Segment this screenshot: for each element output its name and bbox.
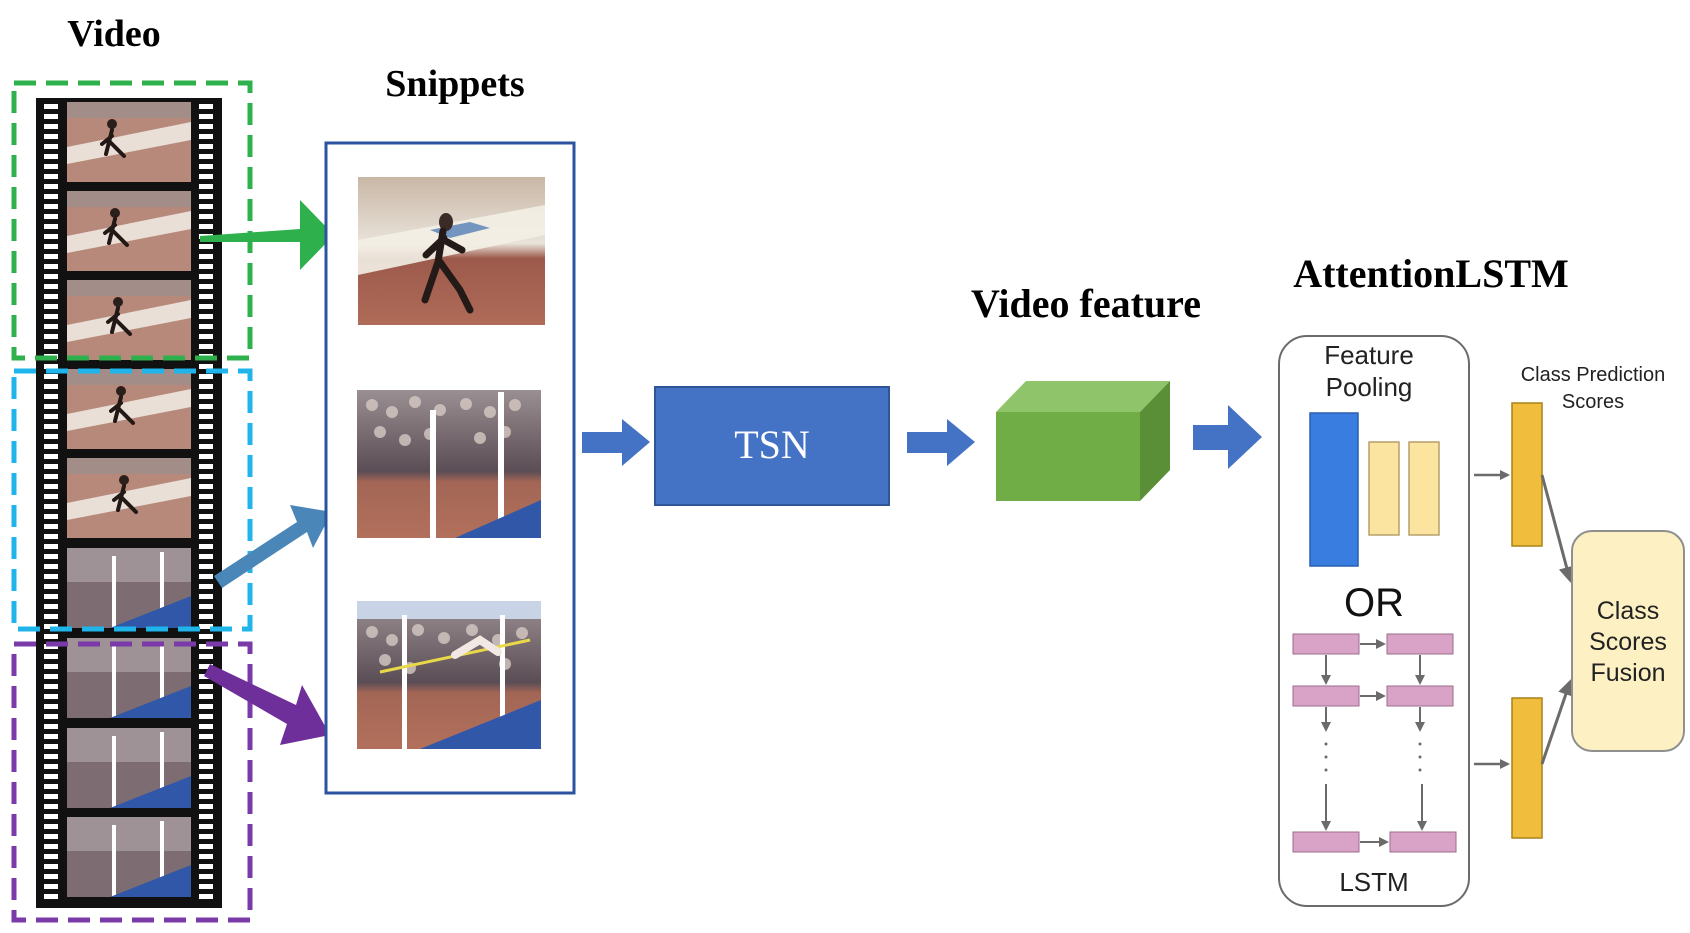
snippet-image-2 [357,390,541,538]
lstm-cell [1292,831,1360,853]
snippets-to-tsn-arrow [582,419,650,466]
prediction-score-bar-lstm [1511,697,1543,839]
blue-sample-arrow [214,505,332,588]
video-feature-cube [996,381,1170,501]
filmstrip-frame [67,102,191,182]
snippet-image-1 [358,177,545,325]
filmstrip-frame [67,548,191,628]
feature-to-attentionlstm-arrow [1193,405,1262,469]
lstm-cell [1292,633,1360,655]
snippet-group-2-box [11,368,253,632]
purple-sample-arrow [204,664,330,745]
lstm-label: LSTM [1339,867,1408,897]
lstm-cell [1292,685,1360,707]
snippet-image-3 [357,601,541,749]
filmstrip-frames [67,102,191,897]
fusion-label-line3: Fusion [1590,659,1665,687]
filmstrip-perforations-right [199,104,213,899]
tsn-block [654,386,890,506]
filmstrip [36,98,222,908]
filmstrip-frame [67,191,191,271]
class-prediction-label-line1: Class Prediction [1521,364,1666,386]
snippets-title: Snippets [385,63,524,105]
green-sample-arrow [200,200,334,270]
lstm-grid [1292,633,1457,853]
attentionlstm-title: AttentionLSTM [1293,251,1569,296]
filmstrip-frame [67,280,191,360]
lstm-cell [1389,831,1457,853]
filmstrip-perforations-left [44,104,58,899]
score-to-fusion-arrow-1 [1540,474,1575,583]
filmstrip-frame [67,638,191,718]
pooling-bar-1 [1368,441,1400,536]
pooling-bar-2 [1408,441,1440,536]
class-scores-fusion-block [1571,530,1685,752]
pooling-bar-blue [1309,412,1359,567]
lstm-cell [1386,685,1454,707]
snippet-group-3-box [11,641,253,923]
or-label: OR [1344,581,1404,625]
filmstrip-frame [67,458,191,538]
video-title: Video [67,13,161,55]
score-to-fusion-arrow-2 [1540,679,1574,765]
snippet-group-1-box [11,80,253,361]
fusion-label-line1: Class [1597,597,1660,625]
lstm-cell [1386,633,1454,655]
filmstrip-frame [67,817,191,897]
tsn-to-feature-arrow [907,419,975,466]
filmstrip-frame [67,369,191,449]
prediction-score-bar-pooling [1511,402,1543,547]
tsn-label: TSN [734,422,810,467]
feature-pooling-label-line2: Pooling [1326,372,1413,402]
class-prediction-label-line2: Scores [1562,391,1624,413]
feature-pooling-label-line1: Feature [1324,340,1414,370]
fusion-label-line2: Scores [1589,628,1667,656]
video-feature-title: Video feature [971,281,1201,326]
filmstrip-frame [67,728,191,808]
